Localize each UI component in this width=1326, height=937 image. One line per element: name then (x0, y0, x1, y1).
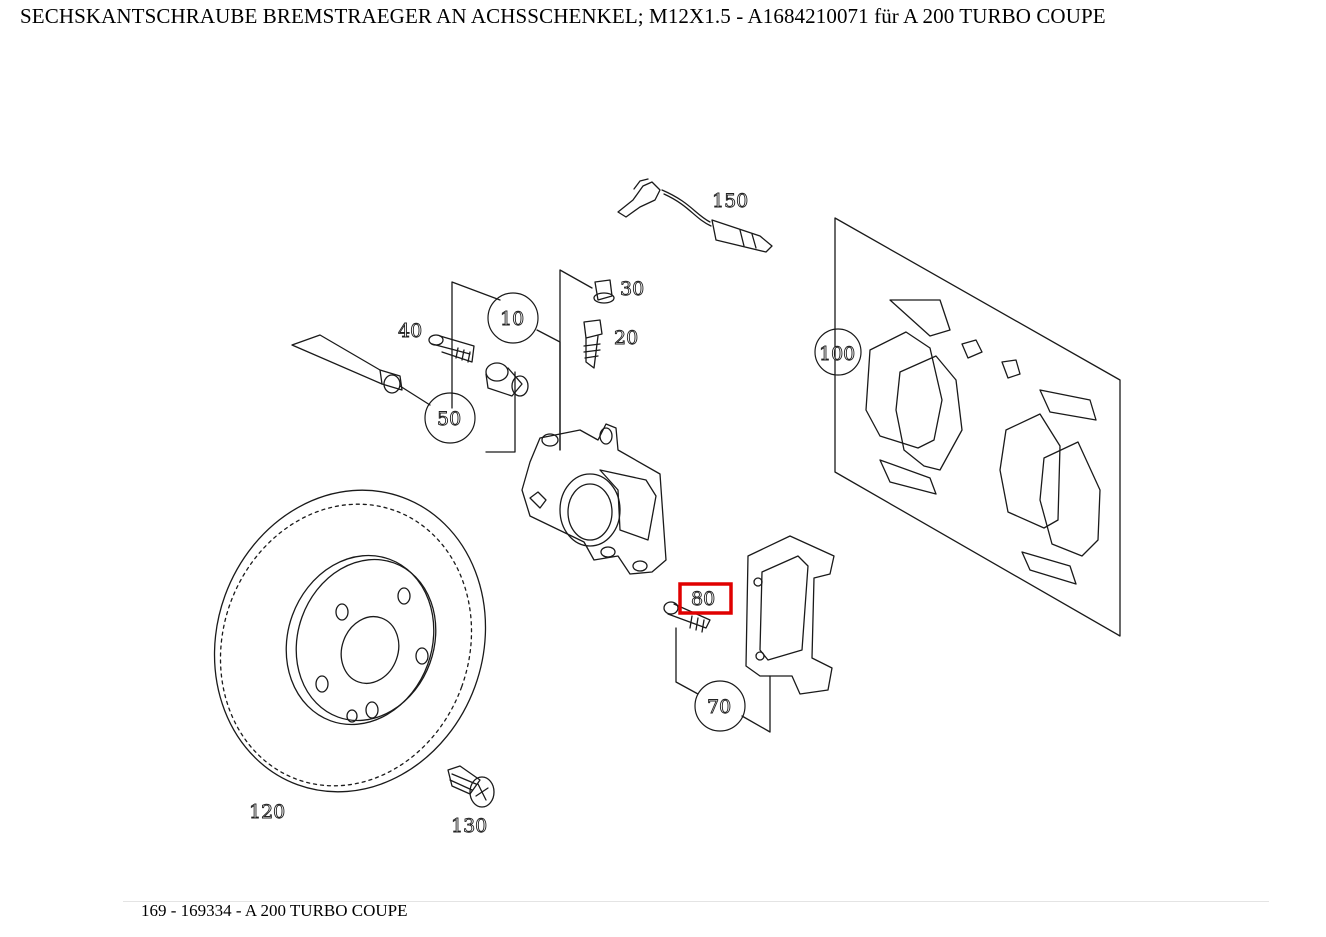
footer-caption: 169 - 169334 - A 200 TURBO COUPE (141, 901, 408, 920)
brake-pads-100[interactable] (865, 299, 1101, 585)
callout-20[interactable]: 20 (614, 327, 639, 350)
bolt-40[interactable] (428, 334, 475, 363)
callout-100[interactable]: 100 (819, 343, 856, 366)
callout-130[interactable]: 130 (451, 815, 488, 838)
guide-bolt-20[interactable] (583, 319, 603, 369)
callout-circle-70 (694, 680, 746, 732)
screw-130[interactable] (447, 765, 495, 808)
brake-disc-120[interactable] (173, 452, 528, 831)
brake-caliper[interactable] (521, 423, 667, 575)
selected-part-highlight (678, 582, 733, 615)
callout-70[interactable]: 70 (707, 696, 732, 719)
callout-circle-50 (424, 392, 476, 444)
callout-10[interactable]: 10 (500, 308, 525, 331)
callout-120[interactable]: 120 (249, 801, 286, 824)
footer-divider (123, 901, 1269, 902)
bushing[interactable] (485, 362, 529, 397)
callout-80[interactable]: 80 (691, 588, 716, 611)
leader-20-30 (559, 269, 593, 451)
callout-50[interactable]: 50 (437, 408, 462, 431)
grease-tube-50[interactable] (291, 334, 431, 406)
cap-30[interactable] (593, 279, 615, 304)
wear-sensor-150[interactable] (617, 178, 773, 253)
callout-150[interactable]: 150 (712, 190, 749, 213)
callout-circle-10 (487, 292, 539, 344)
page-title: SECHSKANTSCHRAUBE BREMSTRAEGER AN ACHSSC… (20, 4, 1106, 28)
pad-kit-frame (834, 217, 1121, 637)
callout-40[interactable]: 40 (398, 320, 423, 343)
callout-30[interactable]: 30 (620, 278, 645, 301)
leader-10 (451, 281, 561, 453)
leader-70 (675, 627, 771, 733)
callout-circle-100 (814, 328, 862, 376)
caliper-bracket-70[interactable] (745, 535, 835, 695)
